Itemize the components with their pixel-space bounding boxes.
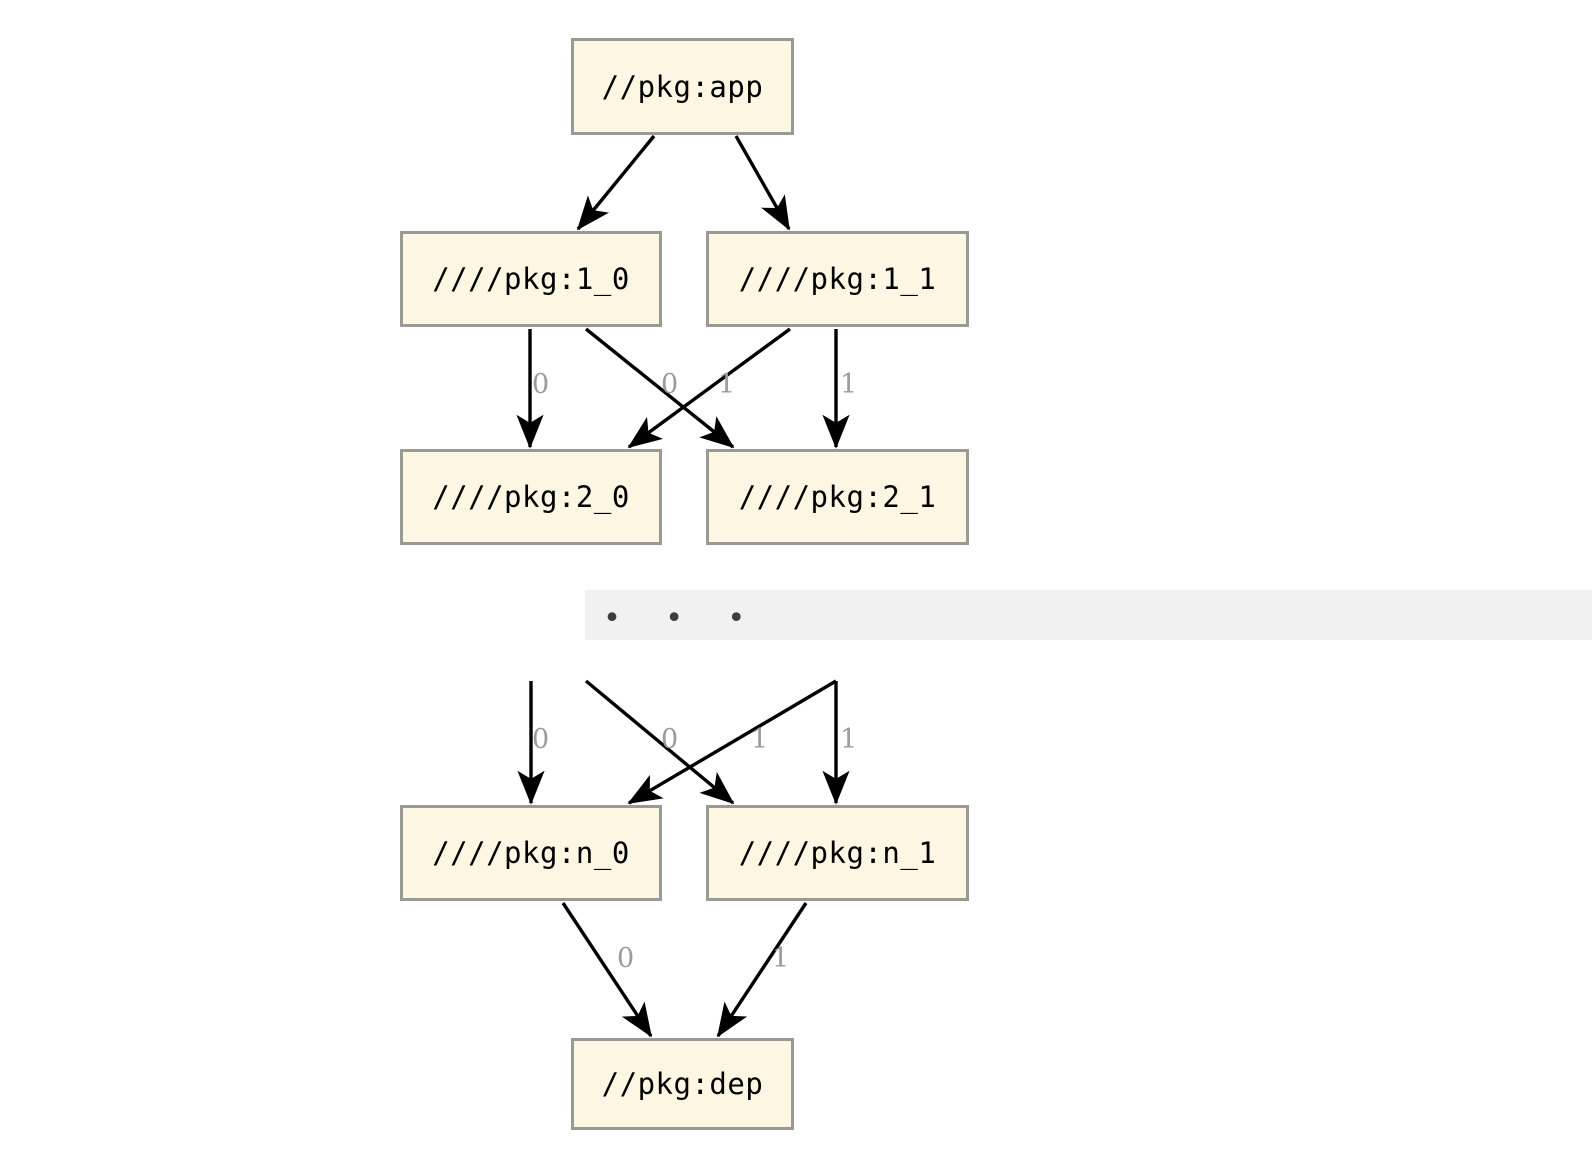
edge-label: 0	[661, 724, 679, 755]
edge-label: 1	[751, 724, 769, 755]
edge-n1_1-to-n2_0	[627, 327, 792, 449]
node-n1_0[interactable]: ////pkg:1_0	[400, 231, 662, 327]
edge-app-to-n1_0	[576, 134, 656, 231]
edge-label: 0	[532, 369, 550, 400]
node-label: ////pkg:1_1	[738, 262, 937, 296]
node-n1_1[interactable]: ////pkg:1_1	[706, 231, 969, 327]
node-label: ////pkg:1_0	[432, 262, 630, 296]
edge-label: 1	[840, 369, 858, 400]
node-label: ////pkg:n_0	[432, 836, 630, 870]
node-n2_1[interactable]: ////pkg:2_1	[706, 449, 969, 545]
node-nn_1[interactable]: ////pkg:n_1	[706, 805, 969, 901]
node-label: //pkg:app	[601, 69, 764, 104]
node-dep[interactable]: //pkg:dep	[571, 1038, 794, 1130]
ellipsis-dots: • • •	[603, 601, 759, 636]
node-n2_0[interactable]: ////pkg:2_0	[400, 449, 662, 545]
edge-nn_1-to-dep	[716, 902, 808, 1038]
node-app[interactable]: //pkg:app	[571, 38, 794, 135]
node-nn_0[interactable]: ////pkg:n_0	[400, 805, 662, 901]
edge-label: 1	[840, 724, 858, 755]
edge-label: 1	[718, 369, 736, 400]
edge-label: 0	[617, 943, 635, 974]
ellipsis-separator: • • •	[585, 590, 1592, 640]
node-label: ////pkg:2_0	[432, 480, 630, 514]
edge-label: 0	[661, 369, 679, 400]
edge-cut-to-nn_0	[627, 679, 837, 805]
node-label: ////pkg:n_1	[738, 836, 937, 870]
edge-n1_0-to-n2_1	[584, 327, 735, 449]
edges-group	[516, 134, 850, 1038]
edge-label: 1	[772, 943, 790, 974]
node-label: //pkg:dep	[601, 1067, 764, 1101]
edge-label: 0	[532, 724, 550, 755]
edge-app-to-n1_1	[734, 135, 791, 231]
edge-cut-to-nn_1	[584, 679, 735, 805]
node-label: ////pkg:2_1	[738, 480, 937, 514]
edge-nn_0-to-dep	[561, 902, 653, 1038]
